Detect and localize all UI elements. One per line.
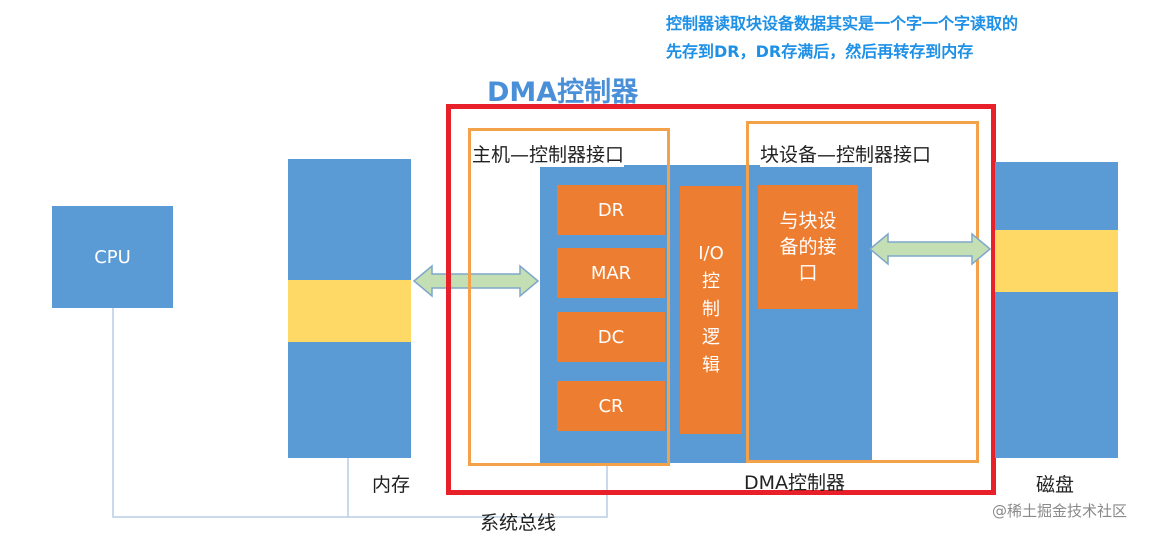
cpu-box: CPU	[52, 206, 173, 308]
register-cr: CR	[557, 381, 665, 431]
register-dc: DC	[557, 312, 665, 362]
dma-title: DMA控制器	[487, 77, 639, 108]
annotation-line-2: 先存到DR，DR存满后，然后再转存到内存	[666, 42, 974, 61]
disk-label: 磁盘	[1036, 474, 1075, 496]
disk-highlight	[995, 230, 1118, 292]
register-mar: MAR	[557, 248, 665, 298]
block-if-line-2: 备的接	[779, 236, 837, 258]
cpu-label: CPU	[94, 246, 131, 268]
host-interface-label: 主机—控制器接口	[472, 140, 625, 167]
io-char-5: 辑	[702, 355, 720, 376]
memory-label: 内存	[372, 474, 411, 496]
register-mar-label: MAR	[590, 262, 632, 284]
io-control-logic: I/O 控 制 逻 辑	[680, 186, 742, 434]
dma-bottom-label: DMA控制器	[744, 472, 846, 494]
register-dc-label: DC	[597, 326, 625, 348]
io-char-1: I/O	[698, 243, 724, 264]
block-interface-label: 块设备—控制器接口	[760, 140, 932, 167]
block-interface-frame	[746, 121, 979, 463]
watermark: @稀土掘金技术社区	[992, 502, 1128, 520]
block-if-line-3: 口	[798, 262, 818, 284]
register-cr-label: CR	[598, 395, 624, 417]
disk-box	[995, 162, 1118, 458]
block-device-interface-box: 与块设 备的接 口	[758, 185, 858, 309]
io-char-2: 控	[702, 271, 720, 292]
block-if-line-1: 与块设	[779, 210, 837, 232]
io-char-4: 逻	[702, 327, 720, 348]
memory-dma-arrow	[412, 264, 540, 298]
memory-highlight	[288, 280, 411, 342]
annotation-line-1: 控制器读取块设备数据其实是一个字一个字读取的	[666, 14, 1019, 33]
io-char-3: 制	[702, 299, 720, 320]
dma-disk-arrow	[868, 232, 992, 266]
dma-controller-frame	[446, 104, 996, 495]
system-bus-label: 系统总线	[480, 512, 557, 534]
register-dr-label: DR	[597, 199, 625, 221]
register-dr: DR	[557, 185, 665, 235]
host-interface-frame	[468, 128, 670, 466]
